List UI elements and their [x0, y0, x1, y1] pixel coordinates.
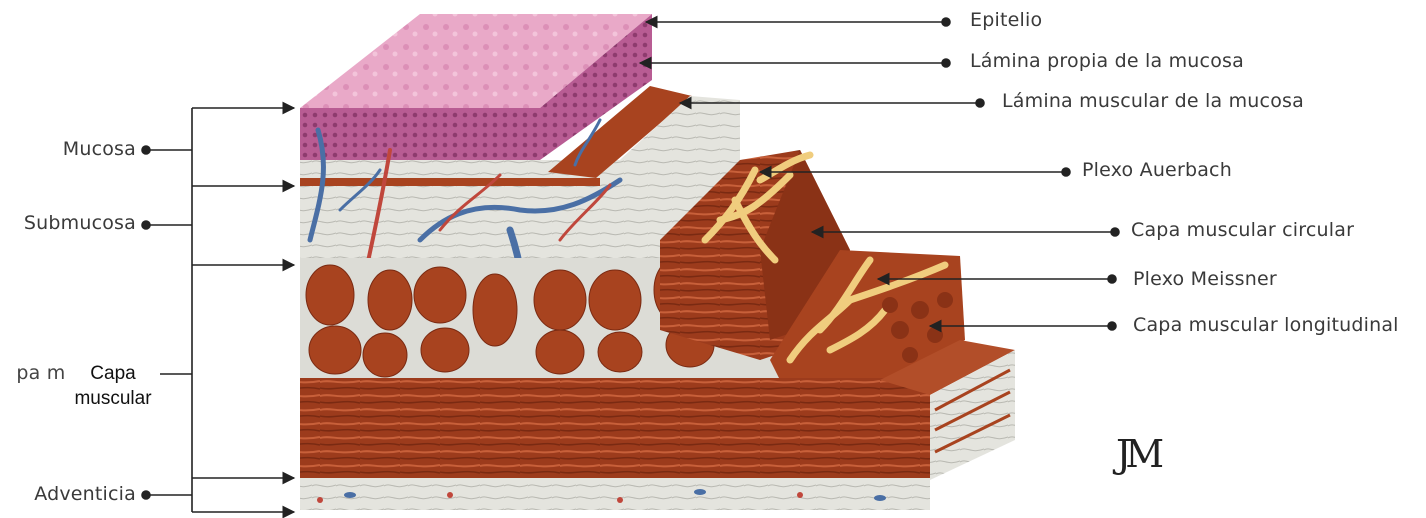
label-plexo-meissner: Plexo Meissner — [1133, 268, 1277, 290]
label-lamina-muscular: Lámina muscular de la mucosa — [1002, 90, 1304, 112]
tissue-illustration — [300, 14, 1015, 510]
epithelium-front — [300, 108, 540, 163]
longitudinal-muscle-front — [300, 378, 930, 490]
label-mucosa: Mucosa — [46, 138, 136, 160]
muscularis-mucosae-band — [300, 178, 600, 186]
label-adventicia: Adventicia — [16, 483, 136, 505]
label-capa-circular: Capa muscular circular — [1131, 219, 1354, 241]
jm-logo: JM — [1116, 432, 1158, 476]
label-epitelio: Epitelio — [970, 9, 1042, 31]
label-submucosa: Submucosa — [6, 212, 136, 234]
overlay-line1: Capa — [68, 361, 158, 386]
adventitia-front — [300, 478, 930, 510]
label-capa-longitudinal: Capa muscular longitudinal — [1133, 314, 1399, 336]
overlay-line2: muscular — [68, 386, 158, 411]
label-plexo-auerbach: Plexo Auerbach — [1082, 159, 1232, 181]
label-lamina-propia: Lámina propia de la mucosa — [970, 50, 1244, 72]
overlay-capa-muscular-label: Capa muscular — [66, 361, 160, 411]
left-leaders — [142, 108, 294, 512]
